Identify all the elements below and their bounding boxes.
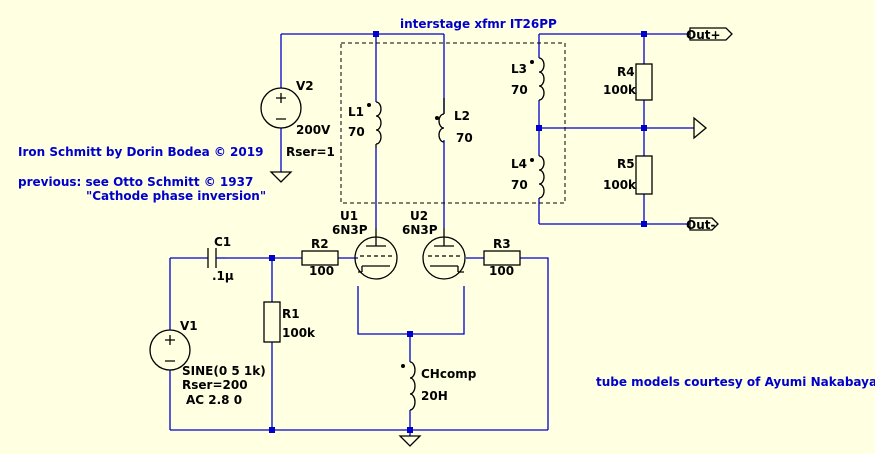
v1-source bbox=[149, 329, 191, 371]
junction-dot bbox=[269, 427, 275, 433]
l4-value-label: 70 bbox=[511, 178, 528, 192]
chcomp-name-label: CHcomp bbox=[421, 367, 477, 381]
v1-sine-label: SINE(0 5 1k) bbox=[182, 364, 266, 378]
r2-value-label: 100 bbox=[309, 264, 334, 278]
r5-value-label: 100k bbox=[603, 178, 637, 192]
center-tap-ground-port bbox=[693, 116, 708, 140]
junction-dot bbox=[373, 31, 379, 37]
ground-icon bbox=[269, 171, 293, 183]
v1-ac-label: AC 2.8 0 bbox=[186, 393, 242, 407]
junctions bbox=[269, 31, 647, 433]
wire-cathodes bbox=[357, 286, 465, 335]
r2-resistor bbox=[301, 250, 339, 266]
wire-r3-return bbox=[520, 257, 549, 430]
l2-name-label: L2 bbox=[454, 109, 470, 123]
v2-name-label: V2 bbox=[296, 79, 314, 93]
tube-plate bbox=[366, 228, 386, 247]
ground-icon bbox=[398, 435, 422, 447]
polarity-dot bbox=[530, 158, 534, 162]
r1-resistor bbox=[263, 301, 281, 343]
r1-name-label: R1 bbox=[282, 307, 300, 321]
junction-dot bbox=[407, 427, 413, 433]
inductor-coil bbox=[438, 113, 445, 143]
u2-model-label: 6N3P bbox=[402, 223, 438, 237]
l1-value-label: 70 bbox=[348, 125, 365, 139]
r4-name-label: R4 bbox=[617, 65, 635, 79]
junction-dot bbox=[407, 331, 413, 337]
l3-value-label: 70 bbox=[511, 83, 528, 97]
out-minus-label: Out- bbox=[686, 218, 715, 232]
v1-rser-label: Rser=200 bbox=[182, 378, 248, 392]
r1-value-label: 100k bbox=[282, 326, 316, 340]
r3-name-label: R3 bbox=[493, 237, 511, 251]
tube-cathode bbox=[430, 265, 464, 273]
u1-model-label: 6N3P bbox=[332, 223, 368, 237]
title-note: Iron Schmitt by Dorin Bodea © 2019 bbox=[18, 145, 263, 159]
chcomp-inductor bbox=[401, 361, 416, 411]
junction-dot bbox=[641, 31, 647, 37]
c1-capacitor bbox=[207, 248, 226, 268]
l1-name-label: L1 bbox=[348, 105, 364, 119]
v1-name-label: V1 bbox=[180, 319, 198, 333]
r2-name-label: R2 bbox=[311, 237, 329, 251]
inductor-coil bbox=[538, 155, 545, 199]
transformer-note: interstage xfmr IT26PP bbox=[400, 17, 557, 31]
inductor-coil bbox=[538, 57, 545, 101]
tube-plate bbox=[434, 228, 454, 247]
out-plus-port[interactable] bbox=[689, 27, 733, 41]
polarity-dot bbox=[530, 60, 534, 64]
v1-symbol bbox=[149, 329, 191, 371]
l3-inductor bbox=[530, 57, 545, 101]
v1-polarity bbox=[165, 335, 175, 362]
r4-resistor bbox=[635, 63, 653, 101]
transformer-enclosure bbox=[340, 42, 566, 204]
junction-dot bbox=[269, 255, 275, 261]
capacitor-plates bbox=[207, 248, 217, 268]
polarity-dot bbox=[401, 364, 405, 368]
r5-name-label: R5 bbox=[617, 157, 635, 171]
l1-inductor bbox=[367, 101, 382, 148]
chcomp-value-label: 20H bbox=[421, 389, 448, 403]
v2-polarity bbox=[276, 93, 286, 120]
v2-value-label: 200V bbox=[296, 123, 331, 137]
r3-resistor bbox=[483, 250, 521, 266]
previous-quote-note: "Cathode phase inversion" bbox=[86, 189, 266, 203]
v2-source bbox=[260, 87, 302, 183]
inductor-coil bbox=[375, 101, 382, 145]
l3-name-label: L3 bbox=[511, 62, 527, 76]
r4-value-label: 100k bbox=[603, 83, 637, 97]
u2-tube bbox=[422, 228, 466, 280]
r5-resistor bbox=[635, 155, 653, 195]
tube-cathode bbox=[358, 265, 390, 273]
l4-name-label: L4 bbox=[511, 157, 527, 171]
polarity-dot bbox=[435, 116, 439, 120]
l4-inductor bbox=[530, 155, 545, 199]
junction-dot bbox=[641, 221, 647, 227]
u2-name-label: U2 bbox=[410, 209, 428, 223]
u1-tube bbox=[354, 228, 398, 280]
l2-value-label: 70 bbox=[456, 131, 473, 145]
junction-dot bbox=[641, 125, 647, 131]
out-minus-port[interactable] bbox=[689, 217, 719, 231]
v2-symbol bbox=[260, 87, 302, 129]
inductor-coil bbox=[409, 361, 416, 411]
c1-name-label: C1 bbox=[214, 235, 231, 249]
v2-rser-label: Rser=1 bbox=[286, 145, 335, 159]
u1-name-label: U1 bbox=[340, 209, 358, 223]
previous-note: previous: see Otto Schmitt © 1937 bbox=[18, 175, 253, 189]
polarity-dot bbox=[367, 103, 371, 107]
c1-value-label: .1µ bbox=[212, 269, 234, 283]
out-plus-label: Out+ bbox=[686, 28, 721, 42]
junction-dot bbox=[536, 125, 542, 131]
l2-inductor bbox=[435, 98, 445, 143]
credits-note: tube models courtesy of Ayumi Nakabayash… bbox=[596, 375, 875, 389]
r3-value-label: 100 bbox=[489, 264, 514, 278]
